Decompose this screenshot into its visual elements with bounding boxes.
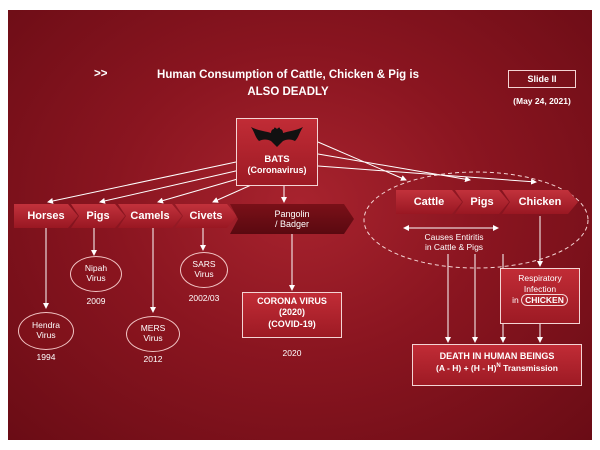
respiratory-line-3: in CHICKEN	[501, 294, 579, 307]
title-line-2: ALSO DEADLY	[247, 86, 329, 98]
enteritis-line-2: in Cattle & Pigs	[424, 242, 484, 253]
host-camels: Camels	[118, 204, 182, 228]
respiratory-line-2: Infection	[523, 284, 557, 295]
nipah-line-2: Virus	[86, 273, 106, 283]
death-title: DEATH IN HUMAN BEINGS	[439, 351, 555, 361]
livestock-cattle: Cattle	[396, 190, 462, 214]
enteritis-line-1: Causes Entiritis	[424, 232, 484, 242]
bats-label: BATS	[264, 154, 290, 165]
corona-virus-box: CORONA VIRUS (2020) (COVID-19)	[242, 292, 342, 338]
corona-line-2: (2020)	[278, 307, 305, 318]
respiratory-line-1: Respiratory	[518, 273, 562, 283]
mers-line-1: MERS	[140, 323, 166, 334]
host-pigs: Pigs	[71, 204, 125, 228]
pangolin-line-1: Pangolin	[274, 209, 310, 219]
hendra-virus: Hendra Virus	[18, 312, 74, 350]
livestock-pigs: Pigs	[455, 190, 509, 214]
slide: >> Human Consumption of Cattle, Chicken …	[8, 10, 592, 440]
respiratory-in: in	[512, 295, 519, 306]
nipah-year: 2009	[86, 296, 106, 306]
respiratory-infection-box: Respiratory Infection in CHICKEN	[500, 268, 580, 324]
death-suffix: Transmission	[503, 362, 558, 373]
sars-virus: SARS Virus	[180, 252, 228, 288]
host-civets: Civets	[175, 204, 237, 228]
hendra-year: 1994	[36, 352, 56, 362]
pangolin-badger: Pangolin / Badger	[230, 204, 354, 234]
chicken-highlight: CHICKEN	[521, 294, 568, 307]
chevrons: >>	[94, 68, 108, 80]
host-horses: Horses	[14, 204, 78, 228]
slide-date: (May 24, 2021)	[513, 96, 571, 106]
sars-year: 2002/03	[188, 293, 220, 303]
mers-virus: MERS Virus	[126, 316, 180, 352]
pangolin-line-2: / Badger	[274, 219, 310, 229]
hendra-line-1: Hendra	[32, 320, 60, 331]
bat-icon	[251, 127, 303, 147]
bats-box: BATS (Coronavirus)	[236, 118, 318, 186]
mers-line-2: Virus	[143, 333, 163, 343]
livestock-chicken: Chicken	[502, 190, 578, 214]
title-line-1: Human Consumption of Cattle, Chicken & P…	[157, 69, 419, 81]
nipah-virus: Nipah Virus	[70, 256, 122, 292]
slide-label: Slide II	[508, 70, 576, 88]
sars-line-1: SARS	[192, 259, 216, 270]
death-formula: (A - H) + (H - H)	[436, 362, 497, 373]
death-superscript: N	[496, 363, 501, 370]
death-formula-line: (A - H) + (H - H)N Transmission	[413, 362, 581, 374]
sars-line-2: Virus	[194, 269, 214, 279]
enteritis-note: Causes Entiritis in Cattle & Pigs	[404, 232, 504, 252]
hendra-line-2: Virus	[36, 330, 56, 340]
mers-year: 2012	[143, 354, 163, 364]
corona-line-1: CORONA VIRUS	[257, 296, 327, 306]
bats-subtitle: (Coronavirus)	[247, 165, 307, 175]
corona-year: 2020	[282, 348, 302, 358]
corona-line-3: (COVID-19)	[268, 318, 316, 329]
death-box: DEATH IN HUMAN BEINGS (A - H) + (H - H)N…	[412, 344, 582, 386]
nipah-line-1: Nipah	[84, 263, 108, 274]
